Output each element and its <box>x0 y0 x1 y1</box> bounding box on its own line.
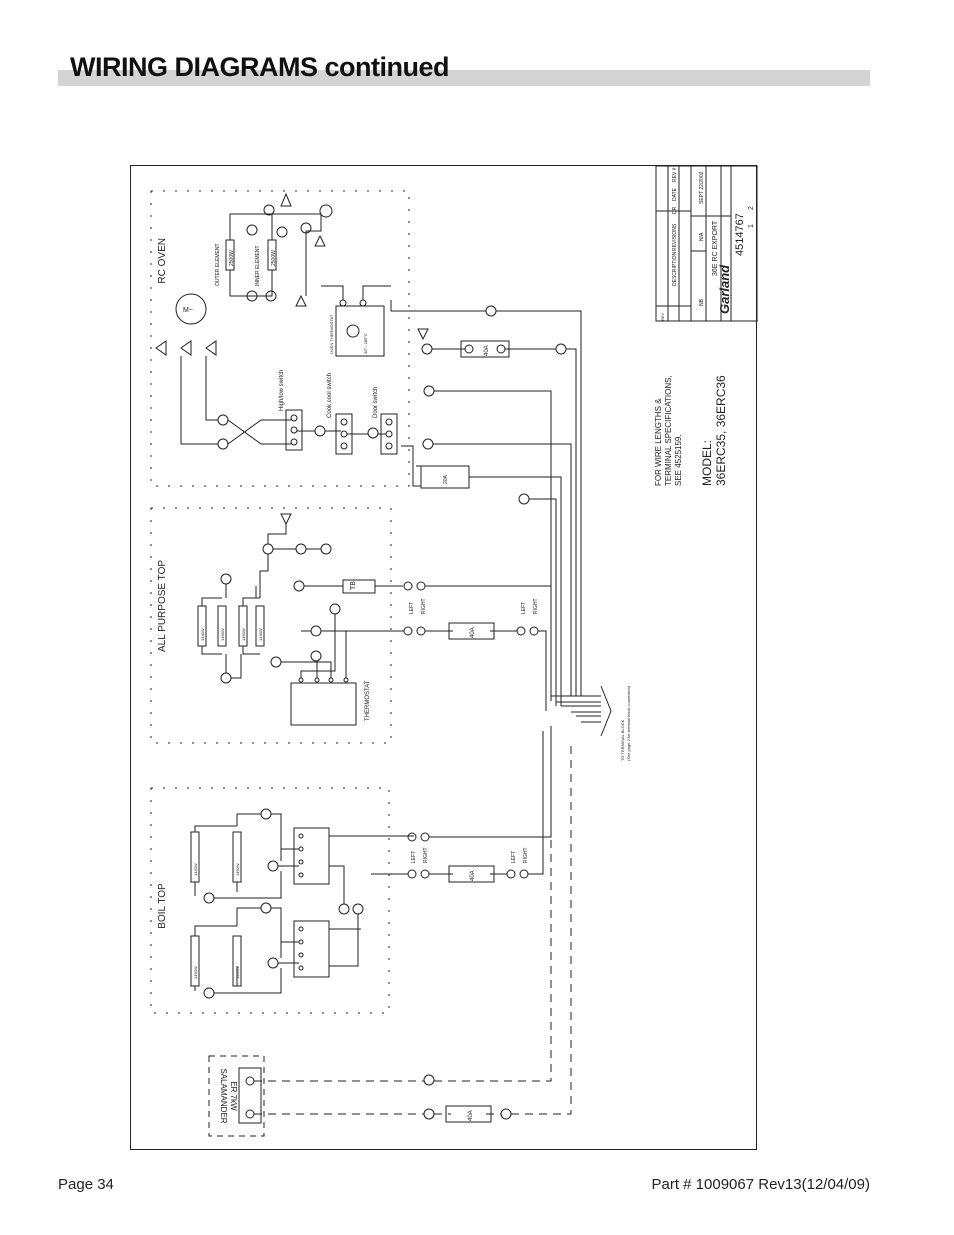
model-numbers: 36ERC35, 36ERC36 <box>714 375 728 486</box>
apt-right-1: RIGHT <box>421 598 427 614</box>
tb-dr: DR <box>672 206 678 214</box>
apt-heater-3: 1460W <box>241 628 246 641</box>
apt-left-1: LEFT <box>409 602 415 614</box>
page-title: WIRING DIAGRAMS continued <box>70 52 449 82</box>
all-purpose-top-label: ALL PURPOSE TOP <box>157 560 168 652</box>
wiring-diagram-frame: RC OVEN ALL PURPOSE TOP BOIL TOP SALAMAN… <box>130 165 758 1150</box>
apt-fuse-label: 40A <box>470 627 476 638</box>
oven-thermostat-box <box>335 305 385 357</box>
salamander-fuse-label: 40A <box>468 1110 474 1121</box>
rc-oven-label: RC OVEN <box>157 238 168 284</box>
wire-lengths-note-2: TERMINAL SPECIFICATIONS, <box>664 375 673 486</box>
wire-lengths-note-1: FOR WIRE LENGTHS & <box>654 398 663 486</box>
rc-oven-box <box>150 190 410 487</box>
tb-terminal <box>342 579 376 594</box>
oven-fuse-label: 40A <box>484 345 490 356</box>
oven-thermostat-label: OVEN THERMOSTAT <box>329 314 334 354</box>
cook-cool-switch-label: Cook cool switch <box>327 373 333 418</box>
apt-right-2: RIGHT <box>533 598 539 614</box>
oven-20a-label: 20A <box>443 474 449 484</box>
salamander-label: SALAMANDER <box>219 1068 228 1123</box>
tb-date: DATE <box>672 187 678 201</box>
page-number: Page 34 <box>58 1176 114 1193</box>
title-block <box>655 166 758 322</box>
inner-element-label: INNER ELEMENT <box>255 245 261 286</box>
outer-element-watts: 2500W <box>229 250 235 266</box>
tb-rev: REV <box>660 312 665 321</box>
tb-sheet: 1 <box>748 224 755 228</box>
tb-revisions: REVISIONS <box>672 223 678 251</box>
boil-top-box <box>150 787 390 1014</box>
outer-element-label: OUTER ELEMENT <box>215 243 221 286</box>
boil-heater-1: 1440W <box>193 863 198 876</box>
tb-drawn-by: NB <box>699 298 705 306</box>
boil-fuse-label: 40A <box>470 870 476 881</box>
wiring-diagram: RC OVEN ALL PURPOSE TOP BOIL TOP SALAMAN… <box>150 166 758 1137</box>
boil-right-2: RIGHT <box>523 847 529 863</box>
salamander-box <box>208 1055 265 1137</box>
terminal-block-note: (See page 2 for terminal block connectio… <box>626 685 631 761</box>
door-switch-label: Door switch <box>373 387 379 418</box>
boil-left-2: LEFT <box>511 851 517 863</box>
all-purpose-top-box <box>150 507 392 744</box>
tb-sheet-total: 2 <box>748 206 755 210</box>
boil-top-label: BOIL TOP <box>157 883 168 929</box>
motor-label: M~ <box>183 307 193 314</box>
apt-heater-2: 1460W <box>220 628 225 641</box>
boil-switch-1 <box>293 827 330 885</box>
tb-label: TB <box>350 581 357 590</box>
tb-rev-no: REV # <box>672 167 678 182</box>
motor-symbol <box>175 293 207 325</box>
apt-heater-1: 1440W <box>200 628 205 641</box>
thermostat-box <box>290 682 357 726</box>
boil-switch-2 <box>293 920 330 978</box>
boil-heater-2: 1460W <box>235 863 240 876</box>
boil-heater-4: 1440W <box>235 966 240 979</box>
wire-lengths-note-3: SEE 4525159. <box>674 434 683 486</box>
part-number: Part # 1009067 Rev13(12/04/09) <box>651 1176 871 1193</box>
terminal-block-label: TO TERMINAL BLOCK <box>620 719 625 761</box>
header-bar <box>58 70 870 86</box>
thermostat-range: 30° - 285°C <box>363 333 368 354</box>
high-low-switch-box <box>285 409 303 451</box>
salamander-terminal <box>238 1067 262 1124</box>
thermostat-label: THERMOSTAT <box>365 680 371 721</box>
inner-element-watts: 2500W <box>271 250 277 266</box>
apt-heater-4: 1440W <box>258 628 263 641</box>
tb-description: DESCRIPTION <box>672 251 678 286</box>
high-low-switch-label: High/low switch <box>279 370 285 411</box>
boil-left-1: LEFT <box>411 851 417 863</box>
salamander-model: ER 7kW <box>229 1081 238 1111</box>
tb-scale: N/A <box>699 232 705 241</box>
model-label: MODEL: <box>700 440 714 486</box>
tb-product: 36E RC EXPORT <box>712 220 719 276</box>
boil-heater-3: 1460W <box>193 966 198 979</box>
tb-drawing-number: 4514767 <box>734 213 746 256</box>
boil-right-1: RIGHT <box>423 847 429 863</box>
tb-drawing-date: SEPT 22/2002 <box>699 171 705 204</box>
apt-left-2: LEFT <box>521 602 527 614</box>
garland-logo: Garland <box>717 264 732 314</box>
